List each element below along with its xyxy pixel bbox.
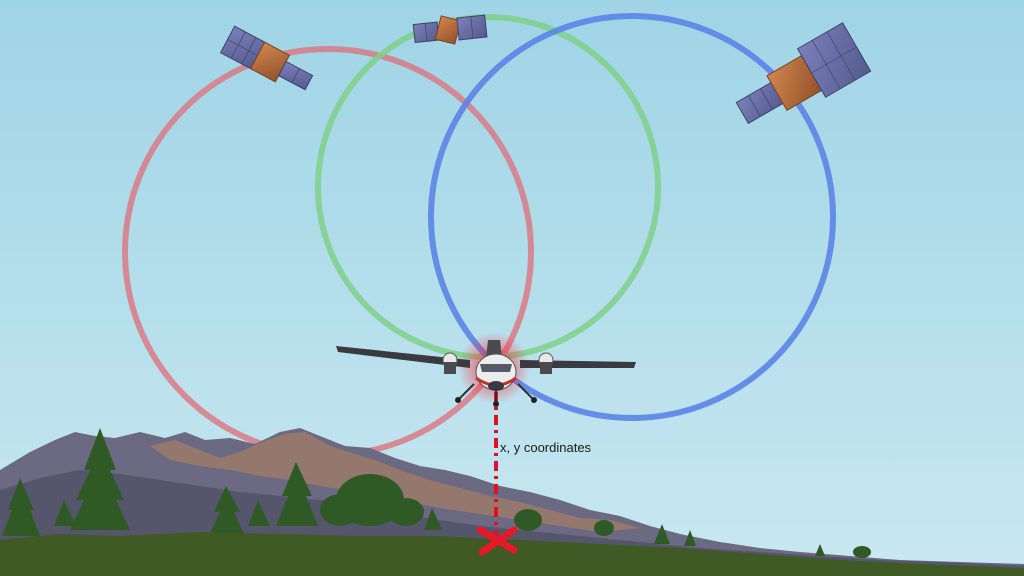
range-circle-blue [428, 13, 836, 421]
satellite-top [412, 14, 488, 45]
ground-marker-x [476, 526, 518, 556]
satellite-left [219, 25, 314, 91]
coordinates-label: x, y coordinates [500, 440, 592, 455]
satellite-right [735, 22, 872, 125]
mountain-highlight [150, 432, 640, 532]
grass-foreground [0, 532, 1024, 576]
airplane [336, 340, 636, 407]
trees [2, 428, 871, 558]
